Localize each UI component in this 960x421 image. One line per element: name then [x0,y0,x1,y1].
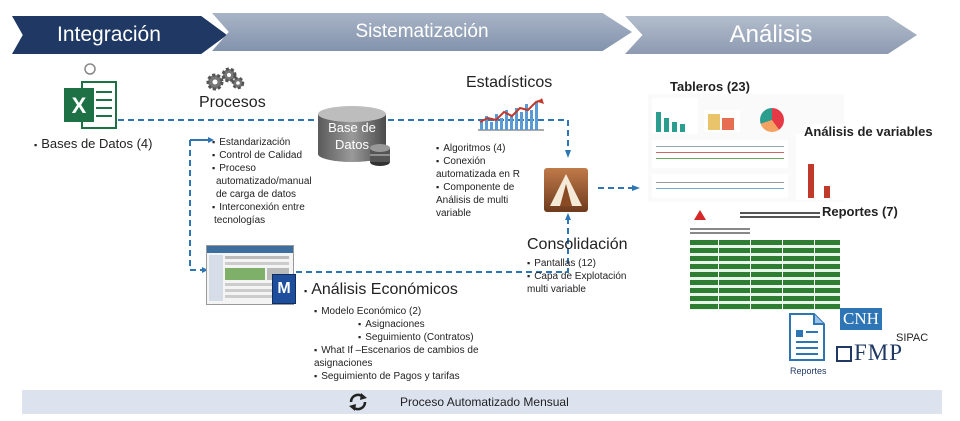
estadisticos-title: Estadísticos [466,74,553,91]
list-item: Control de Calidad [212,149,312,162]
stage-sistematizacion: Sistematización [212,13,632,51]
list-item: asignaciones [314,358,373,369]
list-item: automatizado/manual [216,176,312,187]
estadisticos-list: Algoritmos (4) Conexión automatizada en … [436,142,520,220]
list-item: Interconexión entre [212,201,312,214]
list-item: What If –Escenarios de cambios de [314,344,478,357]
economicos-list: Modelo Económico (2) Asignaciones Seguim… [314,305,479,383]
svg-text:X: X [72,93,87,118]
m-app-icon: M [272,274,296,304]
db-label-2: Datos [335,137,369,152]
pemex-logo [694,210,706,220]
list-item: Análisis de multi [436,195,509,206]
footer-bar: Proceso Automatizado Mensual [22,390,942,414]
excel-icon: X [62,63,118,134]
list-item: multi variable [527,284,586,295]
list-item: automatizada en R [436,169,520,180]
bases-label: Bases de Datos (4) [34,136,152,151]
consolidacion-title: Consolidación [527,236,628,253]
variables-chart [796,134,852,200]
list-item: Proceso [212,162,312,175]
process-list: Estandarización Control de Calidad Proce… [212,136,312,227]
consolidacion-list: Pantallas (12) Capa de Explotación multi… [527,257,627,296]
trend-chart-icon [478,98,546,132]
reportes-label: Reportes (7) [820,204,900,219]
list-item: variable [436,208,472,219]
stage-analisis: Análisis [625,16,917,54]
cnh-logo: CNH [840,308,882,330]
report-image [690,208,860,310]
list-item: Seguimiento de Pagos y tarifas [314,370,479,383]
list-item: de carga de datos [216,189,297,200]
list-item: Asignaciones [314,318,479,331]
list-item: Pantallas (12) [527,257,627,270]
sipac-label: SIPAC [896,332,929,344]
list-item: Seguimiento (Contratos) [314,331,479,344]
document-icon [786,312,826,362]
list-item: tecnologías [214,215,266,226]
fmp-logo-mark [836,346,852,362]
footer-label: Proceso Automatizado Mensual [400,395,569,409]
refresh-icon [348,392,368,412]
gears-icon [205,66,245,92]
list-item: Componente de [436,181,520,194]
database-icon: Base de Datos [316,104,396,170]
fmp-logo: FMP [854,340,904,365]
list-item: Modelo Económico (2) [314,305,479,318]
tableros-label: Tableros (23) [668,79,752,94]
reportes-icon-label: Reportes [790,366,827,376]
procesos-label: Procesos [199,94,266,111]
list-item: Algoritmos (4) [436,142,520,155]
list-item: Conexión [436,155,520,168]
consolidation-icon [544,168,588,212]
variables-label: Análisis de variables [804,124,933,139]
list-item: Estandarización [212,136,312,149]
economicos-title: Análisis Económicos [304,281,458,299]
stage-integracion: Integración [12,16,227,54]
list-item: Capa de Explotación [527,270,626,283]
db-label-1: Base de [328,120,376,135]
